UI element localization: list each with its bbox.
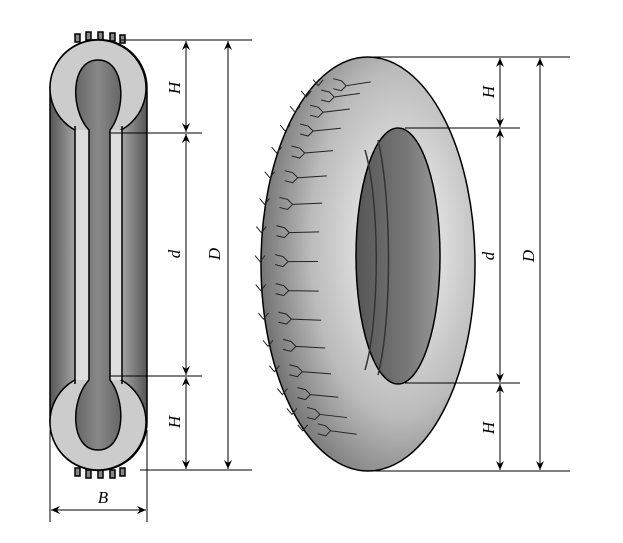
tread-mark [278, 311, 322, 325]
tread-mark [333, 78, 371, 92]
tread-mark [268, 365, 280, 373]
tread-mark [300, 123, 341, 137]
label-h-bottom-right: H [479, 420, 498, 435]
tread-mark [262, 340, 274, 348]
label-h-top-right: H [479, 84, 498, 99]
label-outer-d-left: D [205, 247, 224, 261]
tread-pattern [254, 78, 371, 437]
tread-mark [258, 312, 269, 320]
tread-mark [297, 387, 339, 401]
label-outer-d-right: D [519, 249, 538, 263]
tread-mark [259, 198, 270, 206]
tread-mark [300, 90, 312, 98]
label-d-right: d [479, 251, 498, 260]
tread-mark [279, 196, 323, 210]
tread-mark [282, 338, 326, 352]
tread-mark [279, 124, 291, 132]
tread-mark [306, 406, 347, 420]
tread-mark [317, 423, 357, 437]
tire-cross-section [49, 31, 148, 479]
tread-mark [255, 284, 267, 292]
tread-mark [284, 170, 327, 184]
tread-mark [289, 364, 332, 378]
tread-mark [286, 408, 298, 416]
label-d-left: d [165, 249, 184, 258]
tread-mark [254, 255, 266, 263]
label-h-top-left: H [165, 80, 184, 95]
tread-mark [264, 171, 276, 179]
tread-mark [271, 146, 283, 154]
tread-mark [275, 283, 319, 297]
tire-perspective [254, 56, 476, 472]
tread-mark [277, 388, 288, 396]
tread-mark [291, 145, 334, 159]
dimension-lines [49, 39, 570, 522]
tread-mark [297, 424, 309, 432]
tread-mark [255, 226, 267, 234]
tread-mark [321, 89, 360, 103]
tread-mark [289, 105, 301, 113]
label-b: B [98, 488, 109, 507]
tread-mark [276, 225, 320, 239]
tread-mark [309, 104, 350, 118]
tread-mark [312, 79, 324, 87]
tread-mark [274, 254, 319, 268]
label-h-bottom-left: H [165, 414, 184, 429]
